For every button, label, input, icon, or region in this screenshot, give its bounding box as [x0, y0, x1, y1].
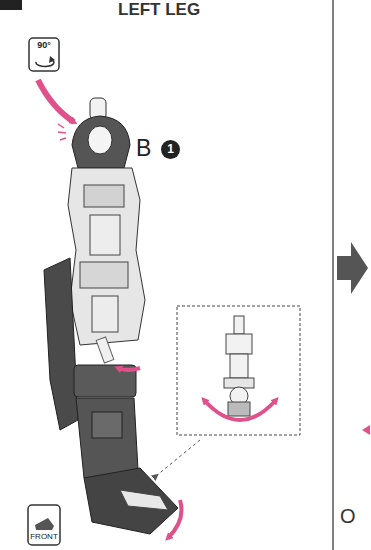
part-letter: B — [136, 137, 151, 160]
icon-label: FRONT — [29, 533, 59, 541]
title: LEFT LEG — [118, 1, 200, 18]
rotate-angle: 90° — [32, 41, 56, 50]
part-letter: O — [340, 506, 356, 526]
callout-number: 1 — [161, 140, 180, 159]
